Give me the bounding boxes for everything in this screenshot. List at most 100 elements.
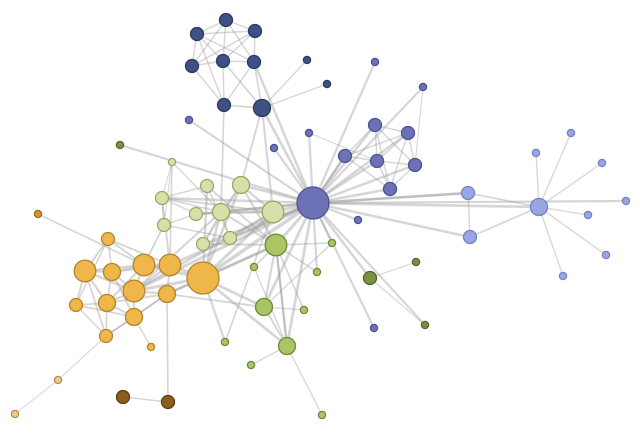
graph-edge bbox=[168, 201, 315, 267]
graph-edge bbox=[260, 106, 315, 205]
graph-node bbox=[211, 202, 231, 222]
graph-node bbox=[218, 12, 234, 28]
graph-node bbox=[146, 342, 156, 352]
graph-edge bbox=[201, 276, 289, 348]
graph-node bbox=[252, 98, 272, 118]
graph-edge bbox=[161, 197, 222, 213]
graph-edge bbox=[132, 210, 275, 293]
graph-node bbox=[186, 261, 220, 295]
graph-edge bbox=[220, 104, 225, 213]
graph-edge bbox=[166, 293, 265, 308]
graph-edge bbox=[222, 60, 263, 109]
graph-node bbox=[215, 53, 231, 69]
graph-edge bbox=[239, 183, 278, 247]
graph-node bbox=[327, 238, 337, 248]
graph-node bbox=[160, 394, 176, 410]
graph-edge bbox=[467, 192, 540, 208]
graph-node bbox=[249, 262, 259, 272]
graph-node bbox=[411, 257, 421, 267]
graph-edge bbox=[223, 61, 255, 106]
graph-node bbox=[382, 181, 398, 197]
graph-node bbox=[254, 297, 274, 317]
graph-edge bbox=[286, 345, 323, 416]
graph-node bbox=[418, 82, 428, 92]
graph-edge bbox=[196, 33, 255, 63]
graph-node bbox=[337, 148, 353, 164]
graph-edge bbox=[169, 161, 173, 266]
graph-edge bbox=[275, 244, 305, 311]
graph-edge bbox=[166, 293, 169, 403]
graph-edge bbox=[201, 201, 315, 280]
graph-edge bbox=[311, 191, 470, 205]
graph-node bbox=[304, 128, 314, 138]
graph-node bbox=[367, 117, 383, 133]
graph-node bbox=[460, 185, 476, 201]
graph-node bbox=[370, 57, 380, 67]
graph-edge bbox=[344, 124, 376, 157]
graph-edge bbox=[469, 206, 540, 238]
graph-node bbox=[184, 115, 194, 125]
graph-node bbox=[115, 389, 131, 405]
graph-edge bbox=[75, 304, 107, 337]
graph-node bbox=[462, 229, 478, 245]
graph-node bbox=[558, 271, 568, 281]
graph-node bbox=[10, 409, 20, 419]
graph-edge bbox=[262, 201, 315, 309]
graph-edge bbox=[187, 118, 315, 205]
graph-node bbox=[420, 320, 430, 330]
graph-edge bbox=[201, 183, 243, 280]
graph-edge bbox=[225, 19, 255, 63]
graph-node bbox=[601, 250, 611, 260]
graph-node bbox=[369, 323, 379, 333]
graph-edge bbox=[369, 261, 417, 279]
graph-node bbox=[597, 158, 607, 168]
graph-edge bbox=[311, 201, 427, 327]
graph-edge bbox=[311, 201, 472, 239]
graph-nodes bbox=[10, 12, 631, 420]
graph-edge bbox=[222, 60, 225, 106]
graph-node bbox=[124, 307, 144, 327]
graph-edge bbox=[311, 60, 377, 205]
graph-node bbox=[261, 200, 285, 224]
graph-edge bbox=[467, 192, 471, 238]
graph-node bbox=[317, 410, 327, 420]
graph-node bbox=[199, 178, 215, 194]
graph-edge bbox=[369, 277, 426, 326]
graph-node bbox=[362, 270, 378, 286]
graph-node bbox=[231, 175, 251, 195]
graph-edge bbox=[201, 201, 315, 246]
graph-node bbox=[158, 253, 182, 277]
graph-edge bbox=[261, 83, 328, 109]
graph-node bbox=[621, 196, 631, 206]
graph-edge bbox=[57, 335, 107, 381]
graph-edge bbox=[132, 210, 223, 293]
graph-node bbox=[122, 279, 146, 303]
graph-edge bbox=[118, 143, 315, 205]
graph-edge bbox=[414, 86, 424, 166]
graph-edge bbox=[171, 161, 222, 213]
graph-node bbox=[73, 259, 97, 283]
graph-edge bbox=[311, 201, 376, 330]
graph-node bbox=[296, 186, 330, 220]
graph-edge bbox=[261, 59, 308, 109]
graph-edge bbox=[389, 132, 409, 190]
graph-edge bbox=[538, 132, 572, 208]
graph-edge bbox=[538, 162, 603, 208]
graph-edge bbox=[374, 124, 416, 166]
graph-node bbox=[216, 97, 232, 113]
graph-node bbox=[154, 190, 170, 206]
graph-edge bbox=[274, 243, 289, 348]
graph-edge bbox=[191, 65, 225, 106]
graph-node bbox=[322, 79, 332, 89]
graph-node bbox=[188, 206, 204, 222]
graph-edge bbox=[274, 243, 289, 348]
graph-edge bbox=[206, 185, 277, 246]
graph-node bbox=[400, 125, 416, 141]
graph-edge bbox=[308, 132, 378, 162]
graph-node bbox=[189, 26, 205, 42]
graph-edge bbox=[311, 201, 541, 209]
graph-edge bbox=[122, 396, 169, 403]
graph-node bbox=[529, 197, 549, 217]
graph-node bbox=[531, 148, 541, 158]
graph-edge bbox=[161, 185, 208, 199]
